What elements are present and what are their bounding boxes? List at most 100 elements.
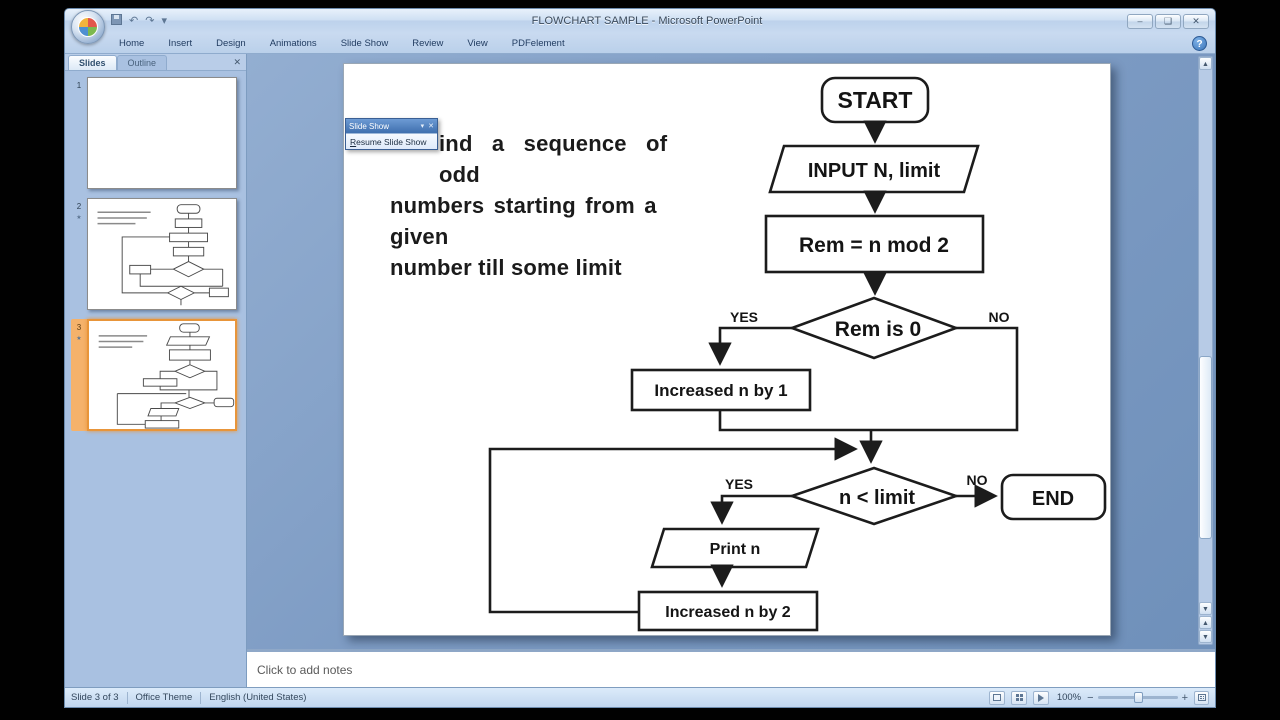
tab-insert[interactable]: Insert xyxy=(168,38,193,49)
maximize-button[interactable]: ❑ xyxy=(1155,13,1181,29)
flow-end-label: END xyxy=(1032,488,1074,510)
flow-input-node[interactable] xyxy=(768,144,980,194)
slide-show-popup: Slide Show ▾ ✕ Resume Slide Show xyxy=(345,118,438,150)
panel-close-icon[interactable]: ✕ xyxy=(233,57,241,67)
previous-slide-button[interactable]: ▲ xyxy=(1199,616,1212,629)
flow-rem-decision-label: Rem is 0 xyxy=(835,318,921,341)
thumbnail-canvas[interactable] xyxy=(87,319,237,431)
zoom-out-button[interactable]: − xyxy=(1087,691,1094,704)
tab-review[interactable]: Review xyxy=(412,38,444,49)
flow-rem-process-label: Rem = n mod 2 xyxy=(799,234,949,257)
office-button[interactable] xyxy=(71,10,105,44)
slide-sorter-icon xyxy=(1015,694,1023,701)
scroll-up-icon[interactable]: ▲ xyxy=(1199,57,1212,70)
title-bar: ↶ ↷ ▾ FLOWCHART SAMPLE - Microsoft Power… xyxy=(65,9,1215,44)
flow-increase2-label: Increased n by 2 xyxy=(665,604,790,621)
popup-title: Slide Show xyxy=(349,121,390,131)
tab-pdfelement[interactable]: PDFelement xyxy=(511,38,565,49)
flow-yes2-label: YES xyxy=(725,476,753,492)
zoom-level[interactable]: 100% xyxy=(1056,692,1082,703)
flow-yes1-label: YES xyxy=(730,309,758,325)
office-logo-icon xyxy=(78,17,98,37)
window-controls: – ❑ ✕ xyxy=(1127,13,1209,29)
tab-outline[interactable]: Outline xyxy=(116,55,168,70)
slide-text-line-1: ind a sequence of odd xyxy=(439,131,668,187)
flow-print-node[interactable] xyxy=(650,527,820,569)
popup-close-icon[interactable]: ✕ xyxy=(428,123,434,130)
thumbnail-canvas[interactable] xyxy=(87,198,237,310)
fit-to-window-button[interactable] xyxy=(1194,690,1209,705)
slide-show-icon xyxy=(1038,693,1045,702)
editor-column: START INPUT N, limit Rem = n mod 2 Rem i… xyxy=(247,54,1215,687)
popup-title-bar[interactable]: Slide Show ▾ ✕ xyxy=(346,119,437,133)
slides-panel: Slides Outline ✕ 1 2 ★ xyxy=(65,54,247,687)
flowchart-graphic: START INPUT N, limit Rem = n mod 2 Rem i… xyxy=(488,76,1107,632)
thumbnail-list: 1 2 ★ xyxy=(65,71,246,687)
tab-slide-show[interactable]: Slide Show xyxy=(340,38,389,49)
redo-button[interactable]: ↷ xyxy=(145,15,155,27)
normal-view-button[interactable] xyxy=(989,690,1006,705)
flow-no1-label: NO xyxy=(989,309,1010,325)
scrollbar-thumb[interactable] xyxy=(1199,356,1212,539)
undo-button[interactable]: ↶ xyxy=(129,15,139,27)
slide-text-line-2: numbers starting from a given xyxy=(390,193,657,249)
zoom-slider-track[interactable] xyxy=(1097,692,1178,703)
window-title: FLOWCHART SAMPLE - Microsoft PowerPoint xyxy=(531,15,763,27)
slide-thumbnail-1[interactable]: 1 xyxy=(71,77,246,189)
flow-end-node[interactable] xyxy=(1000,473,1107,521)
close-button[interactable]: ✕ xyxy=(1183,13,1209,29)
flow-increase1-label: Increased n by 1 xyxy=(654,381,787,400)
slide-canvas-area: START INPUT N, limit Rem = n mod 2 Rem i… xyxy=(247,54,1215,649)
slide-thumbnail-2[interactable]: 2 ★ xyxy=(71,198,246,310)
qat-dropdown-button[interactable]: ▾ xyxy=(161,15,167,27)
animation-indicator-icon: ★ xyxy=(76,215,82,221)
zoom-slider: − + xyxy=(1087,691,1188,704)
flow-start-label: START xyxy=(838,87,913,113)
slide-text-block[interactable]: ind a sequence of odd numbers starting f… xyxy=(390,128,720,283)
slide-thumbnail-3[interactable]: 3 ★ xyxy=(71,319,246,431)
flow-rem-decision-node[interactable] xyxy=(788,296,960,360)
ribbon-tab-row: Home Insert Design Animations Slide Show… xyxy=(65,33,1215,54)
slide-number: 2 xyxy=(76,202,82,211)
resume-slide-show-item[interactable]: Resume Slide Show xyxy=(346,133,437,149)
tab-slides[interactable]: Slides xyxy=(68,55,117,70)
slide-number: 3 xyxy=(76,323,82,332)
scrollbar-track[interactable] xyxy=(1199,70,1212,601)
theme-name[interactable]: Office Theme xyxy=(135,692,193,703)
notes-placeholder: Click to add notes xyxy=(257,662,353,677)
panel-tab-row: Slides Outline ✕ xyxy=(65,54,246,71)
language-indicator[interactable]: English (United States) xyxy=(209,692,307,703)
slide-indicator: Slide 3 of 3 xyxy=(71,692,119,703)
popup-dropdown-icon[interactable]: ▾ xyxy=(420,123,425,130)
zoom-slider-thumb[interactable] xyxy=(1133,692,1143,703)
minimize-button[interactable]: – xyxy=(1127,13,1153,29)
slide-editing-surface[interactable]: START INPUT N, limit Rem = n mod 2 Rem i… xyxy=(343,63,1111,636)
statusbar-divider xyxy=(200,691,202,704)
save-button[interactable] xyxy=(111,13,122,29)
tab-view[interactable]: View xyxy=(467,38,488,49)
normal-view-icon xyxy=(993,694,1002,701)
flow-no2-label: NO xyxy=(967,472,988,488)
status-bar: Slide 3 of 3 Office Theme English (Unite… xyxy=(65,687,1215,707)
thumbnail-canvas[interactable] xyxy=(87,77,237,189)
tab-home[interactable]: Home xyxy=(119,38,145,49)
slide-show-button[interactable] xyxy=(1033,690,1050,705)
statusbar-divider xyxy=(126,691,128,704)
mini-flowchart-3 xyxy=(98,323,235,429)
tab-design[interactable]: Design xyxy=(216,38,246,49)
save-icon xyxy=(111,13,122,25)
slide-sorter-button[interactable] xyxy=(1011,690,1028,705)
flow-increase2-node[interactable] xyxy=(637,590,819,632)
mini-flowchart-2 xyxy=(97,204,229,306)
flow-limit-decision-node[interactable] xyxy=(787,466,961,526)
help-button[interactable]: ? xyxy=(1192,36,1207,51)
slide-text-line-3: number till some limit xyxy=(390,255,622,280)
quick-access-toolbar: ↶ ↷ ▾ xyxy=(111,13,167,29)
scroll-down-icon[interactable]: ▼ xyxy=(1199,602,1212,615)
zoom-in-button[interactable]: + xyxy=(1181,691,1188,704)
tab-animations[interactable]: Animations xyxy=(269,38,317,49)
notes-pane[interactable]: Click to add notes xyxy=(247,649,1215,687)
next-slide-button[interactable]: ▼ xyxy=(1199,630,1212,643)
vertical-scrollbar[interactable]: ▲ ▼ ▲ ▼ xyxy=(1198,56,1213,645)
flow-limit-decision-label: n < limit xyxy=(839,487,915,509)
